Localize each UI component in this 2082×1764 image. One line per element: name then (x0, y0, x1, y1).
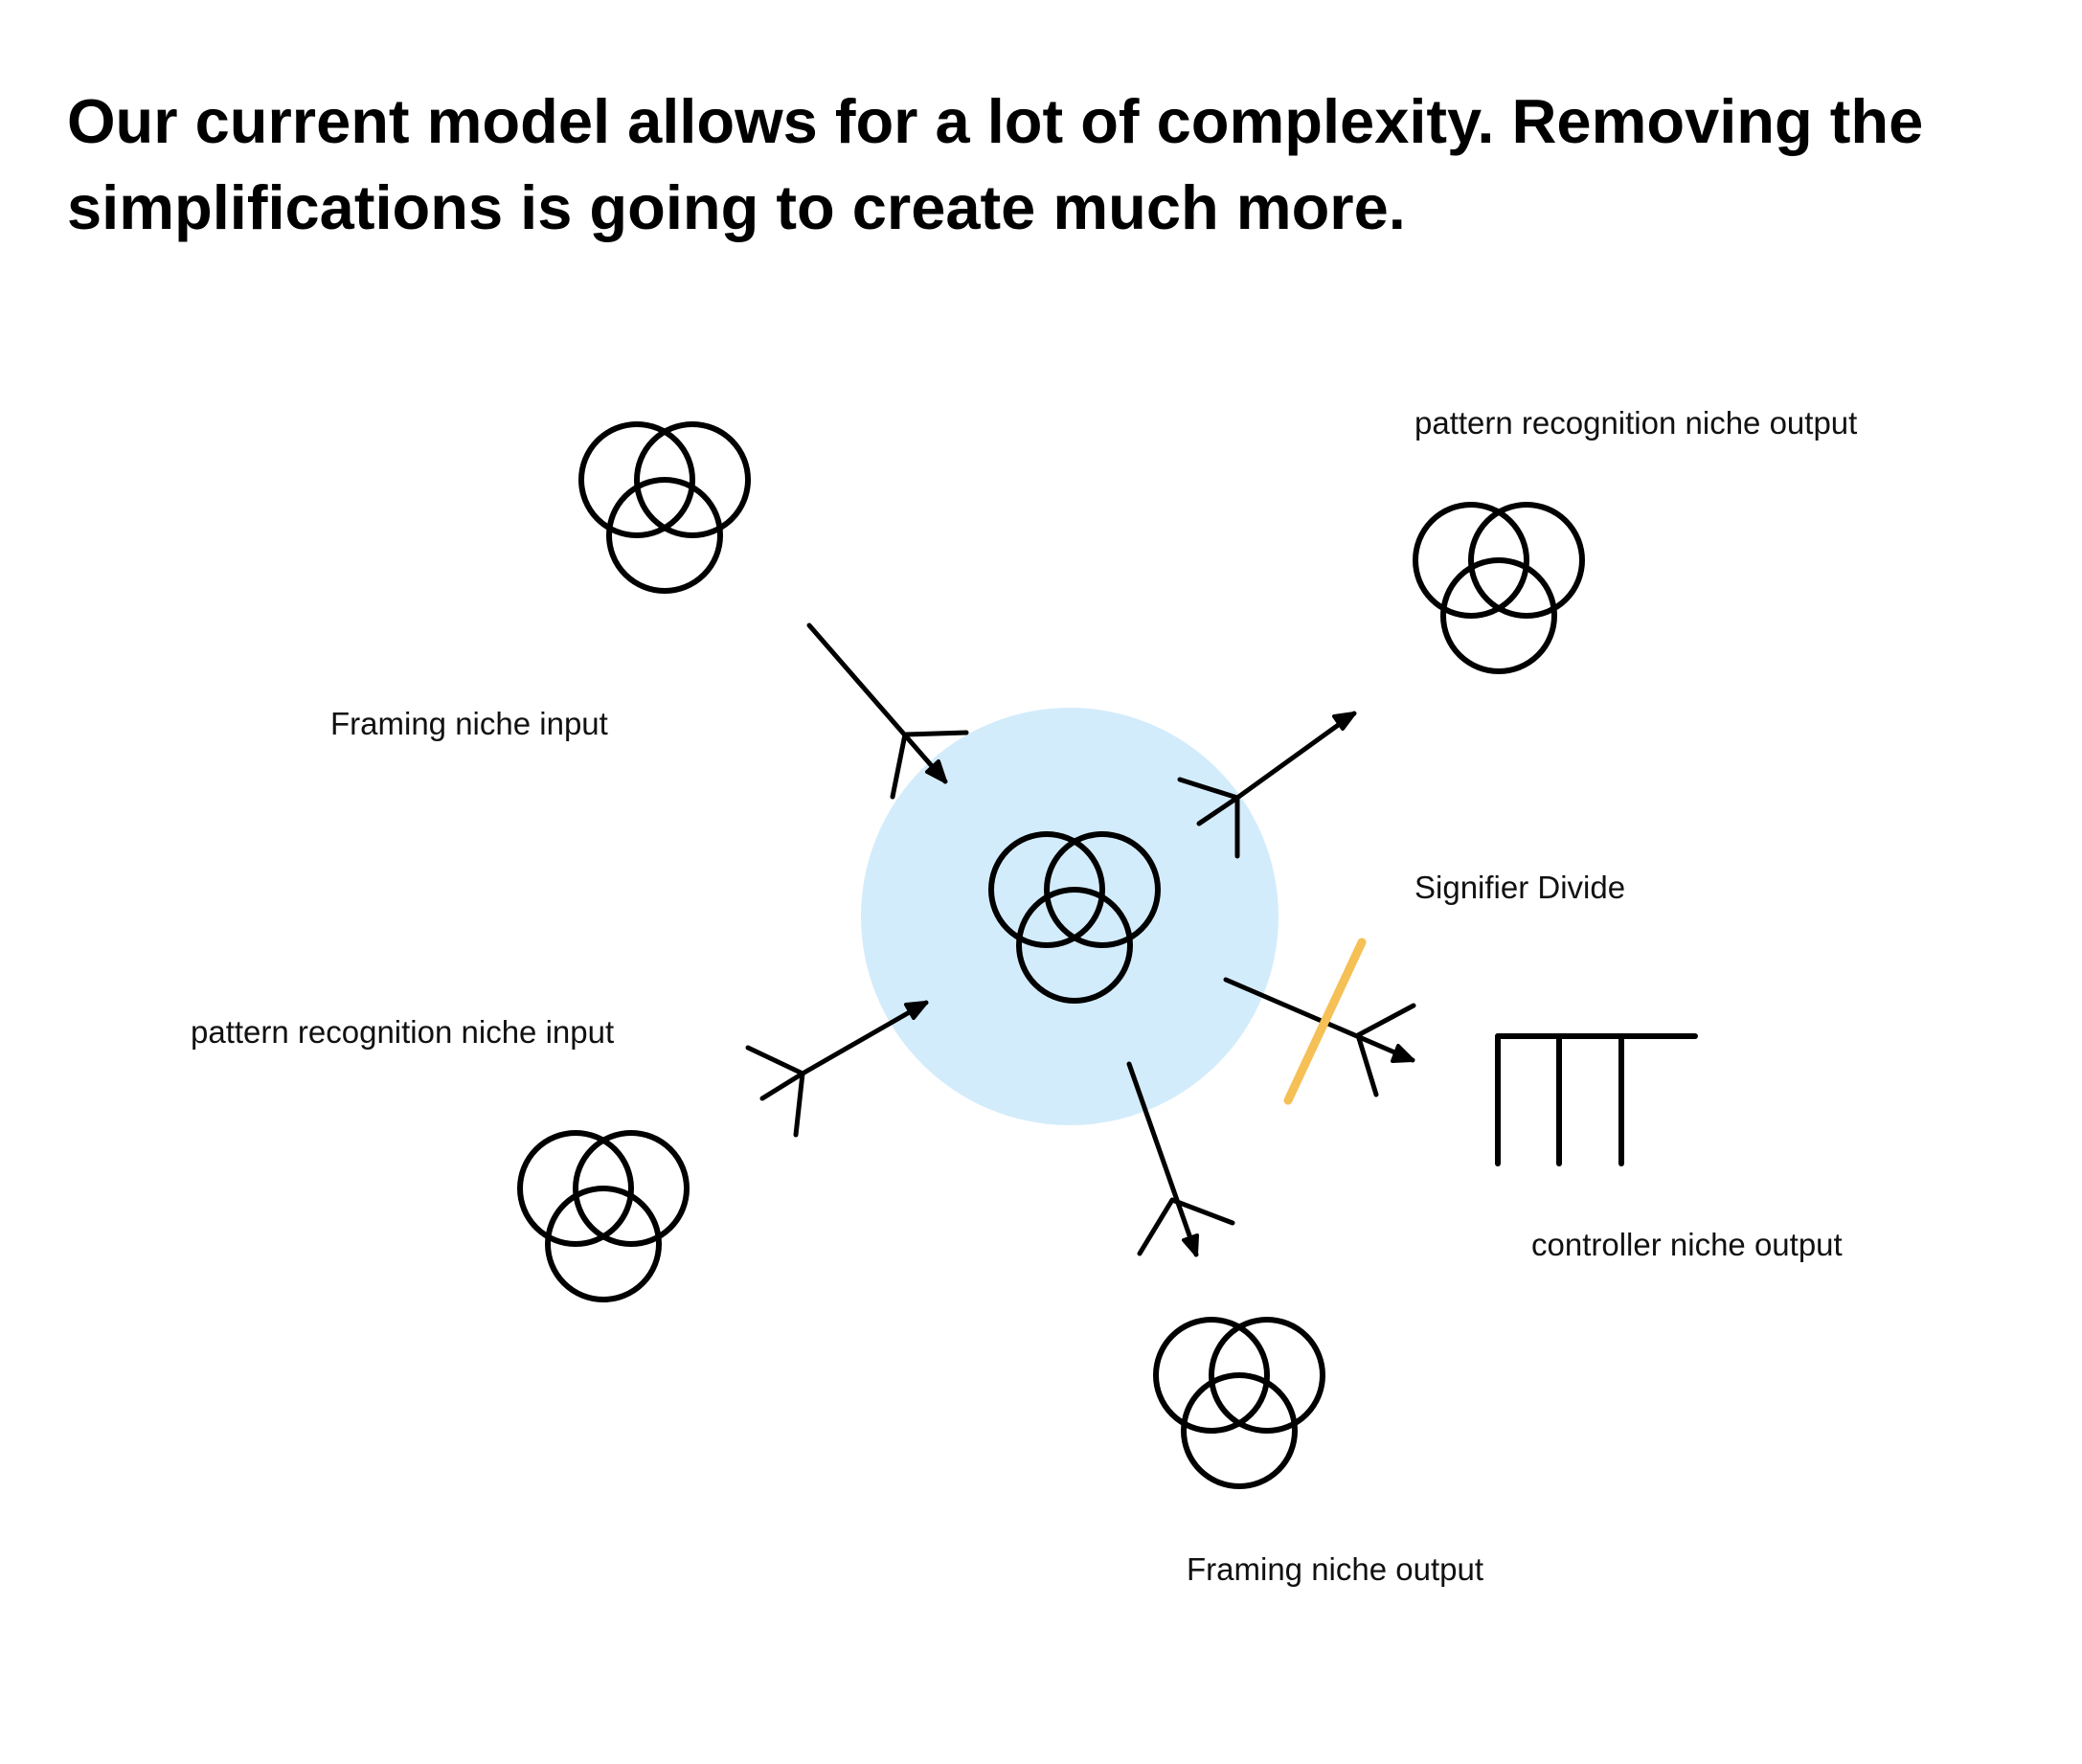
arrow-controller-output (1223, 977, 1416, 1097)
controller-comb-icon (1495, 1033, 1698, 1166)
pattern-output-label: pattern recognition niche output (1414, 405, 1857, 441)
controller-output-label: controller niche output (1531, 1227, 1843, 1262)
framing-output-niche-icon (1156, 1320, 1323, 1486)
center-circle (861, 708, 1279, 1125)
pattern-input-niche-icon (520, 1133, 687, 1300)
arrow-pattern-input (745, 1000, 929, 1138)
arrow-pattern-output (1177, 711, 1357, 859)
signifier-divide-line (1283, 938, 1367, 1105)
page-title: Our current model allows for a lot of co… (67, 86, 1924, 242)
pattern-input-label: pattern recognition niche input (191, 1014, 614, 1050)
framing-output-label: Framing niche output (1187, 1551, 1483, 1587)
signifier-divide-label: Signifier Divide (1414, 870, 1625, 905)
framing-input-niche-icon (581, 424, 748, 591)
framing-input-label: Framing niche input (330, 706, 608, 741)
arrow-framing-input (806, 622, 969, 800)
arrow-framing-output (1126, 1061, 1235, 1257)
pattern-output-niche-icon (1415, 505, 1582, 671)
